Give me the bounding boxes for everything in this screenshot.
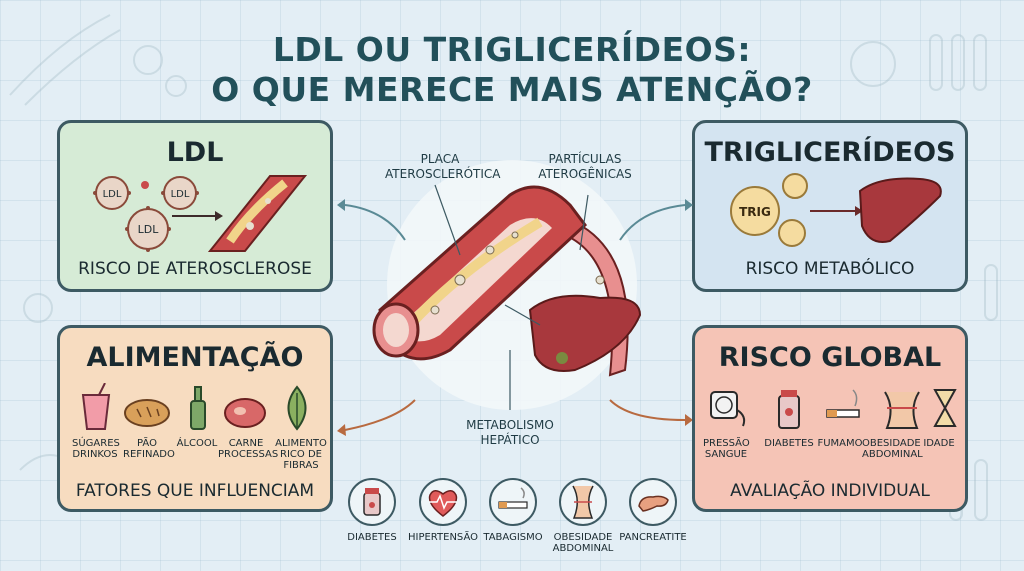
bottle-icon <box>190 386 206 430</box>
page-title-line2: O QUE MERECE MAIS ATENÇÃO? <box>211 70 813 109</box>
ldl-particle-label-2: LDL <box>171 189 190 200</box>
cigarette-icon <box>826 389 860 418</box>
arrow-to-ldl <box>344 204 406 241</box>
risco-item-5: IDADE <box>923 438 955 449</box>
hourglass-icon <box>933 389 957 427</box>
pressure-gauge-icon <box>710 391 746 427</box>
meat-icon <box>224 398 266 428</box>
center-liver-icon <box>528 294 642 372</box>
bottom-icon-obesidade <box>559 478 607 526</box>
bottom-label-pancreatite: PANCREATITE <box>619 532 687 543</box>
center-illustration <box>372 160 642 410</box>
pancreas-icon <box>638 495 669 512</box>
bottom-label-tabagismo: TABAGISMO <box>483 532 543 543</box>
alimentacao-card-footer: FATORES QUE INFLUENCIAM <box>75 481 315 501</box>
trig-card-footer: RISCO METABÓLICO <box>745 259 915 279</box>
risco-global-card-title: RISCO GLOBAL <box>718 342 942 373</box>
ldl-illustration: LDL LDL LDL <box>93 175 308 252</box>
bottom-icon-tabagismo <box>489 478 537 526</box>
trig-card-title: TRIGLICERÍDEOS <box>704 137 956 168</box>
arrow-to-alim <box>344 399 416 431</box>
alimentacao-card-title: ALIMENTAÇÃO <box>86 342 304 373</box>
jar-icon <box>363 488 381 516</box>
alim-item-3: ÁLCOOL <box>176 438 218 449</box>
bottom-label-hipertensao: HIPERTENSÃO <box>407 532 478 543</box>
alimentacao-icons <box>81 383 307 431</box>
test-tubes-icon <box>929 34 943 91</box>
arrow-to-risco <box>609 399 686 421</box>
ldl-card: LDL LDL LDL LDL RISCO DE ATEROSCLEROSE <box>57 120 333 292</box>
cell-doodle-icon <box>133 45 163 75</box>
vessel-doodle-icon <box>9 14 121 106</box>
cigarette-icon <box>498 487 528 509</box>
waist-icon <box>884 391 920 429</box>
risco-item-2: DIABETES <box>764 438 814 449</box>
ldl-particle-label-3: LDL <box>138 223 160 236</box>
page-title-line1: LDL OU TRIGLICERÍDEOS: <box>272 30 752 69</box>
risco-global-card-footer: AVALIAÇÃO INDIVIDUAL <box>730 481 930 501</box>
ldl-card-footer: RISCO DE ATEROSCLEROSE <box>78 259 312 279</box>
arrow-to-trig <box>619 204 686 241</box>
waist-icon <box>572 485 594 519</box>
leaf-icon <box>287 385 307 431</box>
medicine-jar-icon <box>778 390 800 429</box>
risco-icons <box>710 389 957 429</box>
curved-artery-icon <box>563 218 629 377</box>
trig-illustration: TRIG <box>730 173 942 247</box>
bottom-icon-hipertensao <box>419 478 467 526</box>
bottom-icon-diabetes <box>348 478 396 526</box>
label-particulas: PARTÍCULAS ATEROGÊNICAS <box>538 152 632 181</box>
drink-icon <box>81 383 111 430</box>
trig-particle-icon <box>730 173 808 247</box>
bottom-icon-pancreatite <box>629 478 677 526</box>
risco-item-3: FUMAMO <box>817 438 863 449</box>
label-placa: PLACA ATEROSCLERÓTICA <box>385 152 501 181</box>
trig-card: TRIGLICERÍDEOS TRIG RISCO METABÓLICO <box>692 120 968 292</box>
ldl-card-title: LDL <box>166 137 224 168</box>
ldl-particle-label-1: LDL <box>103 189 122 200</box>
bottom-label-diabetes: DIABETES <box>347 532 397 543</box>
cell-doodle-icon-right <box>850 41 896 87</box>
trig-particle-label: TRIG <box>739 205 771 219</box>
liver-icon <box>858 177 942 243</box>
bread-icon <box>124 399 170 427</box>
label-metabolismo: METABOLISMO HEPÁTICO <box>466 418 554 447</box>
heart-pulse-icon <box>428 490 458 517</box>
